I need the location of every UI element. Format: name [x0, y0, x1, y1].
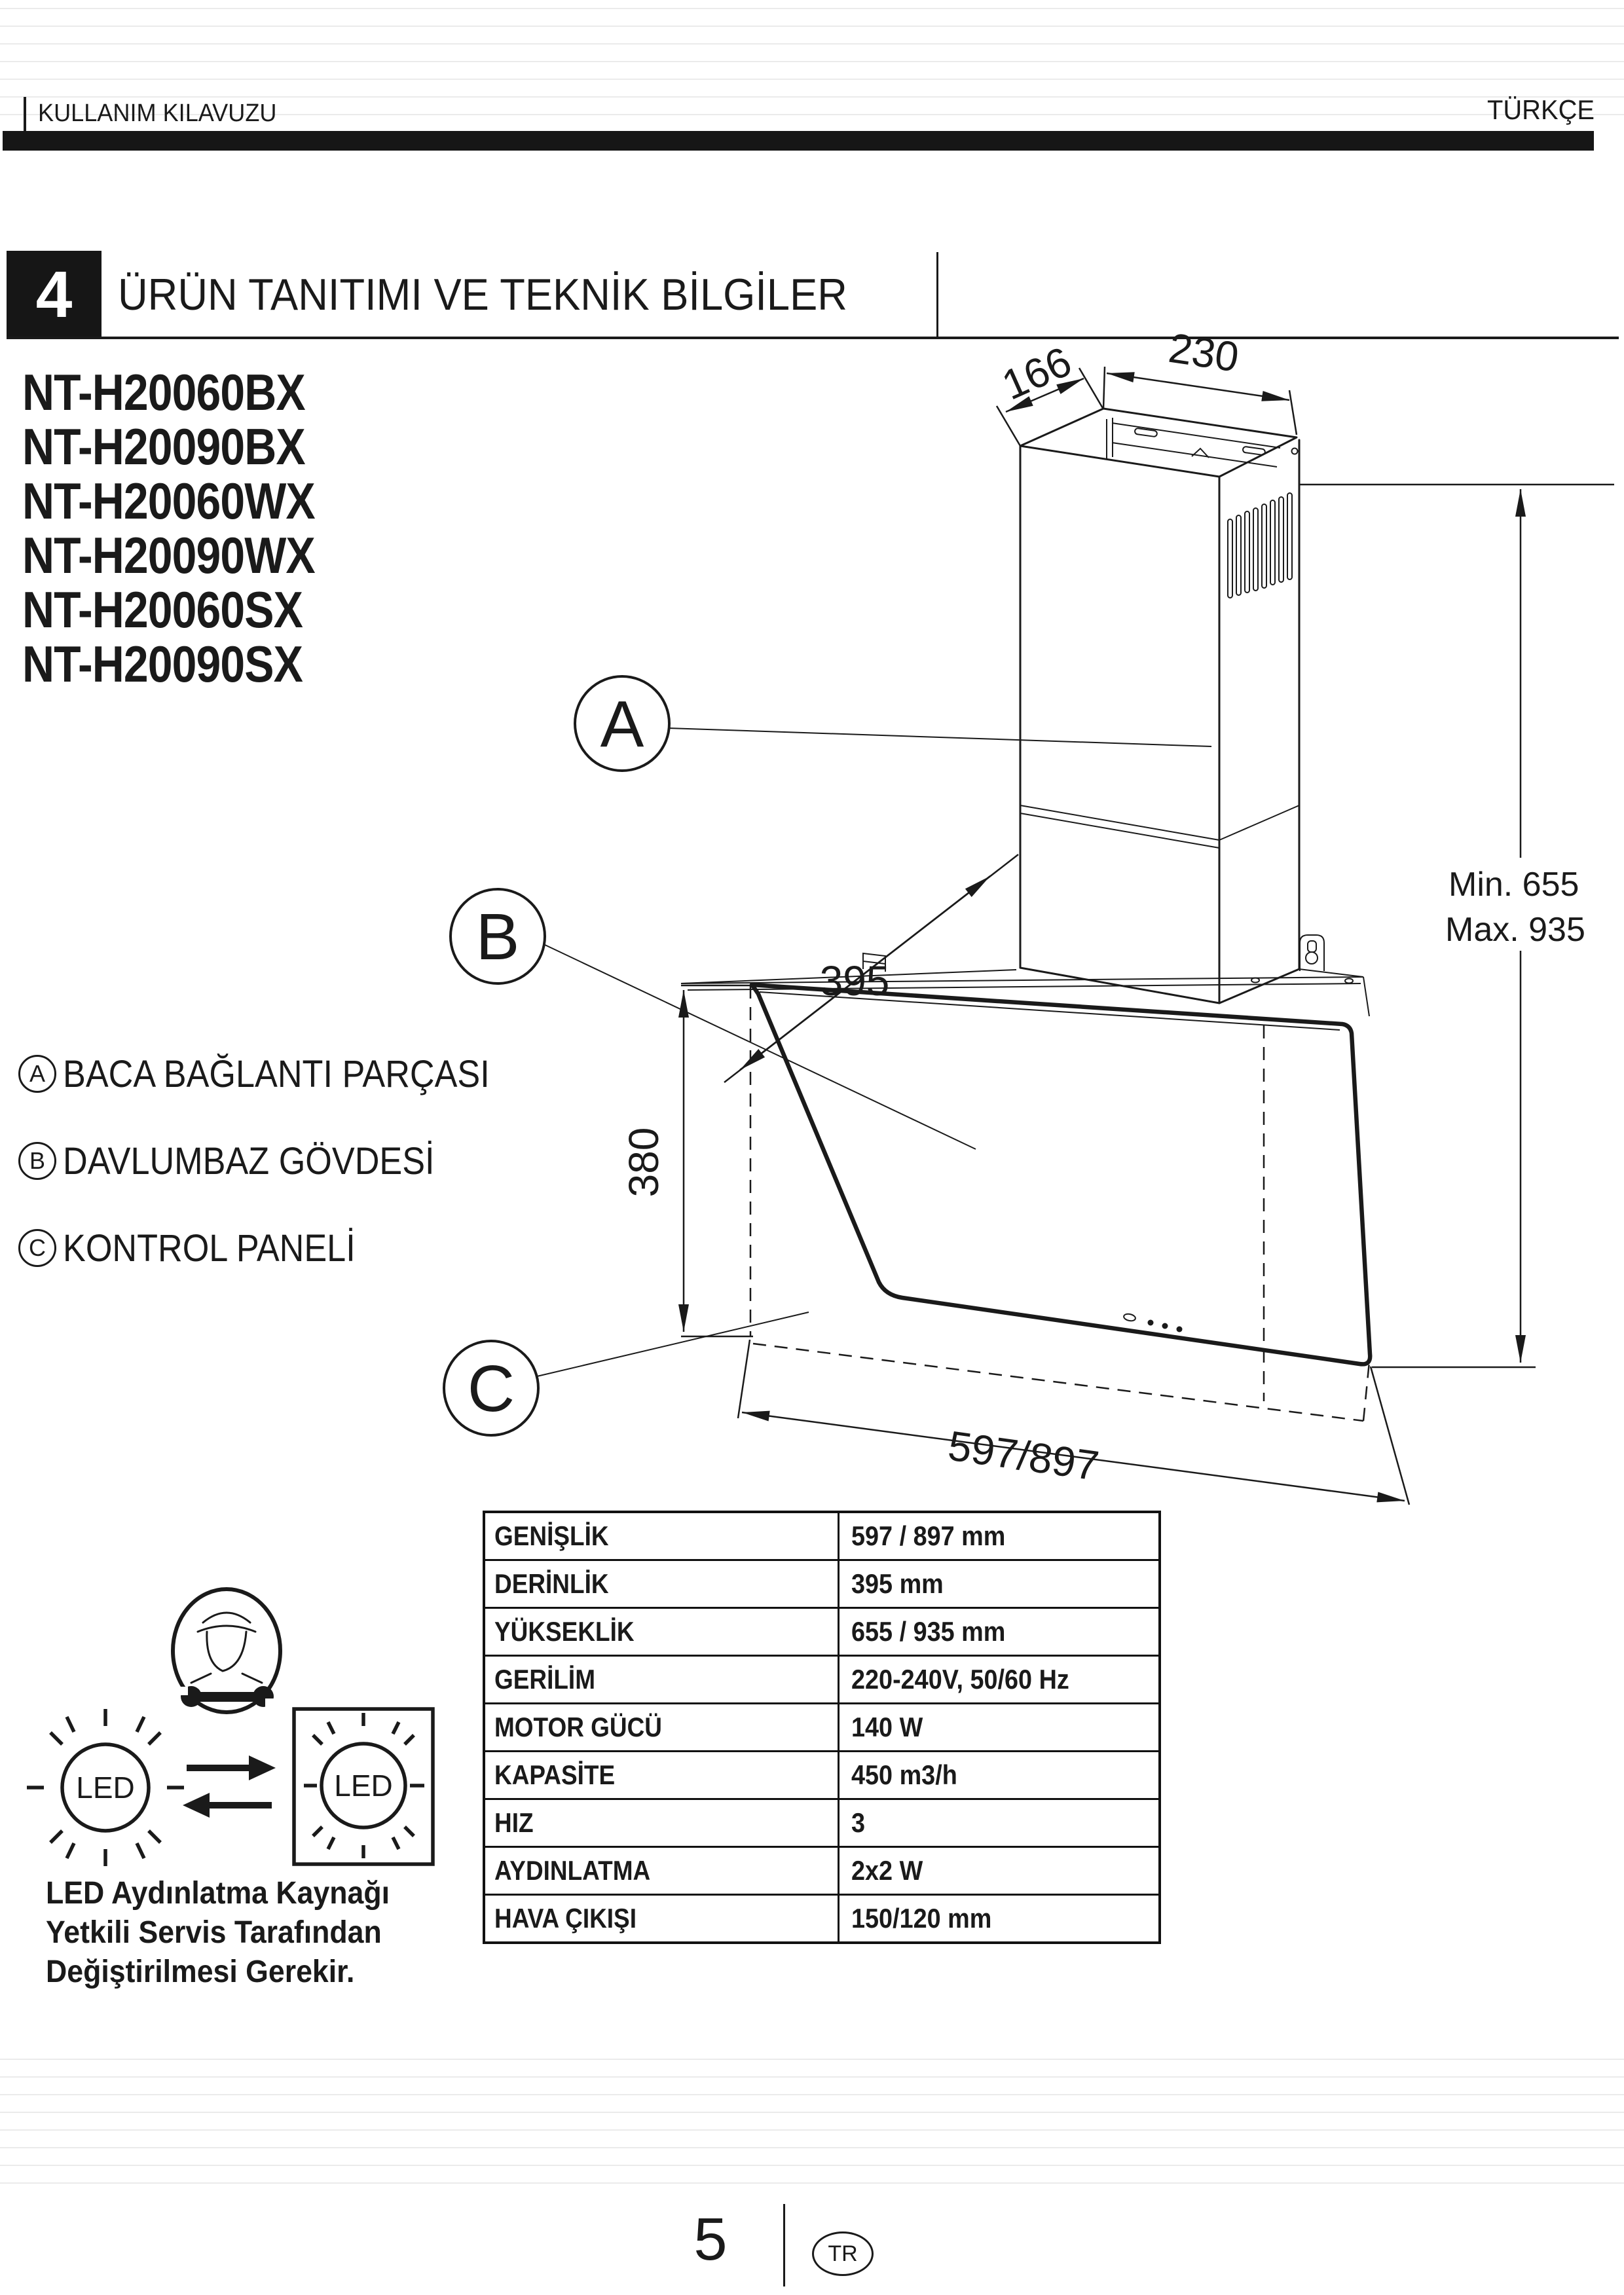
- keyhole-bracket: [1299, 934, 1325, 971]
- callout-a: A: [574, 675, 1212, 772]
- legend-key-a: A: [18, 1055, 56, 1093]
- led-replacement-icon: LED: [292, 1707, 435, 1866]
- dim-width-label: 597/897: [946, 1422, 1102, 1489]
- led-note: LED Aydınlatma Kaynağı Yetkili Servis Ta…: [46, 1874, 416, 1992]
- vent-slots: [1227, 492, 1293, 598]
- section-underline: [7, 337, 1619, 339]
- spec-table: GENİŞLİK 597 / 897 mm DERİNLİK 395 mm YÜ…: [483, 1511, 1161, 1944]
- footer-divider: [783, 2204, 785, 2286]
- service-technician-icon: [171, 1587, 282, 1714]
- callout-b: B: [449, 888, 976, 1150]
- table-row: GENİŞLİK 597 / 897 mm: [485, 1513, 1158, 1559]
- dim-166-label: 166: [995, 337, 1079, 409]
- led-note-line1: LED Aydınlatma Kaynağı: [46, 1876, 390, 1911]
- dimension-166: 166: [995, 337, 1105, 447]
- model-name: NT-H20090BX: [22, 418, 306, 475]
- header-black-band: [3, 131, 1594, 151]
- dimension-230: 230: [1102, 324, 1298, 435]
- model-name: NT-H20060BX: [22, 363, 306, 421]
- table-row: AYDINLATMA 2x2 W: [485, 1846, 1158, 1894]
- model-name: NT-H20060SX: [22, 581, 303, 638]
- ruled-lines-bottom: [0, 2059, 1624, 2186]
- header-left-tick: [24, 97, 26, 131]
- legend-key-c: C: [18, 1229, 56, 1267]
- table-row: GERİLİM 220-240V, 50/60 Hz: [485, 1655, 1158, 1702]
- legend-item-c: C KONTROL PANELİ: [18, 1221, 537, 1276]
- chimney-duct: [1019, 407, 1325, 1004]
- header-language-label: TÜRKÇE: [1487, 92, 1600, 128]
- dimension-380: 380: [620, 984, 753, 1338]
- part-legend: A BACA BAĞLANTI PARÇASI B DAVLUMBAZ GÖVD…: [18, 1046, 537, 1308]
- dim-395-label: 395: [820, 957, 890, 1004]
- legend-item-a: A BACA BAĞLANTI PARÇASI: [18, 1046, 537, 1101]
- callout-c: C: [443, 1312, 809, 1437]
- table-row: HIZ 3: [485, 1798, 1158, 1846]
- led-note-line2: Yetkili Servis Tarafından: [46, 1915, 382, 1950]
- dim-min-label: Min. 655: [1449, 866, 1579, 904]
- model-name: NT-H20090SX: [22, 635, 303, 693]
- svg-text:LED: LED: [76, 1771, 134, 1805]
- legend-key-b: B: [18, 1142, 56, 1180]
- page-number: 5: [693, 2206, 728, 2273]
- table-row: DERİNLİK 395 mm: [485, 1559, 1158, 1607]
- section-divider: [936, 252, 938, 337]
- dim-380-label: 380: [620, 1128, 667, 1198]
- ruled-lines-top: [0, 8, 1624, 123]
- model-name: NT-H20090WX: [22, 526, 316, 584]
- header-left-text: KULLANIM KILAVUZU: [38, 99, 277, 127]
- led-note-line3: Değiştirilmesi Gerekir.: [46, 1955, 355, 1989]
- dimension-height-min-max: Min. 655 Max. 935: [1299, 483, 1614, 1368]
- table-row: KAPASİTE 450 m3/h: [485, 1750, 1158, 1798]
- dim-max-label: Max. 935: [1445, 911, 1585, 949]
- led-bulb-icon: LED: [27, 1709, 184, 1866]
- swap-arrows-icon: [183, 1755, 276, 1818]
- model-name: NT-H20060WX: [22, 472, 316, 530]
- control-panel-dots: [1123, 1313, 1183, 1332]
- section-number: 4: [35, 257, 73, 331]
- table-row: MOTOR GÜCÜ 140 W: [485, 1702, 1158, 1750]
- header-language-text: TÜRKÇE: [1487, 94, 1595, 125]
- hood-body: [680, 952, 1373, 1422]
- legend-item-b: B DAVLUMBAZ GÖVDESİ: [18, 1133, 537, 1188]
- language-badge: TR: [812, 2231, 874, 2276]
- dimension-width-597-897: 597/897: [737, 1339, 1411, 1505]
- table-row: HAVA ÇIKIŞI 150/120 mm: [485, 1894, 1158, 1941]
- model-list: NT-H20060BX NT-H20090BX NT-H20060WX NT-H…: [22, 365, 359, 691]
- dim-230-label: 230: [1166, 324, 1242, 381]
- callout-b-letter: B: [476, 900, 520, 974]
- header-left-label: KULLANIM KILAVUZU: [38, 97, 289, 130]
- table-row: YÜKSEKLİK 655 / 935 mm: [485, 1607, 1158, 1655]
- section-title: ÜRÜN TANITIMI VE TEKNİK BİLGİLER: [118, 270, 847, 320]
- section-number-box: 4: [7, 251, 101, 339]
- dimension-395: 395: [724, 854, 1019, 1083]
- language-badge-text: TR: [828, 2241, 858, 2266]
- callout-a-letter: A: [600, 688, 644, 761]
- callout-c-letter: C: [468, 1352, 515, 1425]
- svg-text:LED: LED: [334, 1769, 392, 1803]
